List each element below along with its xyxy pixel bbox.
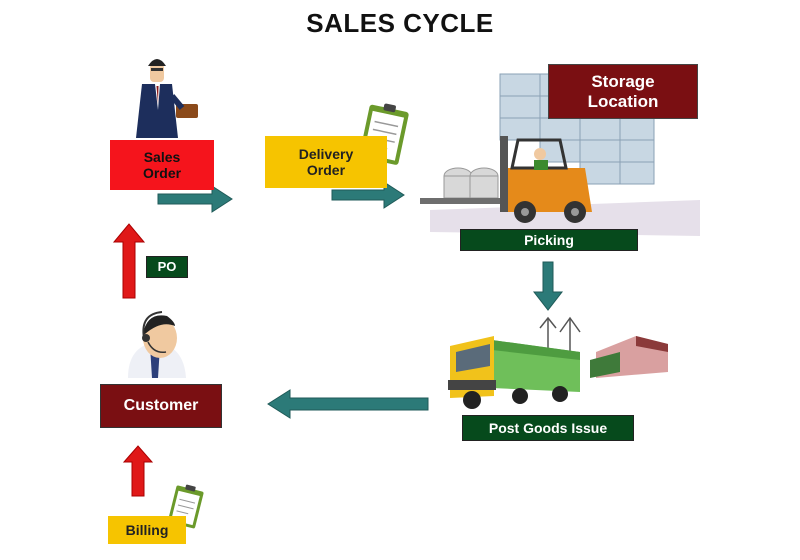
businessman-icon: [136, 59, 198, 138]
post-goods-issue-label: Post Goods Issue: [488, 419, 608, 436]
po-label: PO: [157, 258, 177, 274]
billing-label: Billing: [125, 521, 169, 538]
flow-arrows: [157, 181, 564, 419]
arrow-picking-to-pgi: [532, 261, 564, 311]
storage-location-label: Storage Location: [587, 71, 659, 111]
arrow-pgi-to-customer: [267, 389, 429, 419]
diagram-title: SALES CYCLE: [306, 8, 494, 38]
red-arrows: [112, 223, 154, 497]
picking-box: Picking: [460, 229, 638, 251]
po-box: PO: [146, 256, 188, 278]
storage-location-box: Storage Location: [548, 64, 698, 119]
arrow-customer-to-sales-order: [112, 223, 146, 299]
sales-order-label: Sales Order: [142, 148, 182, 181]
billing-box: Billing: [108, 516, 186, 544]
delivery-order-box: Delivery Order: [265, 136, 387, 188]
arrow-delivery-to-picking: [331, 181, 405, 209]
customer-headset-icon: [128, 311, 186, 378]
arrow-sales-to-delivery: [157, 185, 233, 213]
warehouse-forklift-icon: [420, 73, 700, 236]
sales-order-box: Sales Order: [110, 140, 214, 190]
picking-label: Picking: [524, 231, 574, 248]
delivery-order-label: Delivery Order: [298, 145, 354, 178]
delivery-truck-icon: [448, 316, 668, 409]
post-goods-issue-box: Post Goods Issue: [462, 415, 634, 441]
arrow-billing-to-customer: [122, 445, 154, 497]
customer-box: Customer: [100, 384, 222, 428]
customer-label: Customer: [123, 396, 199, 414]
